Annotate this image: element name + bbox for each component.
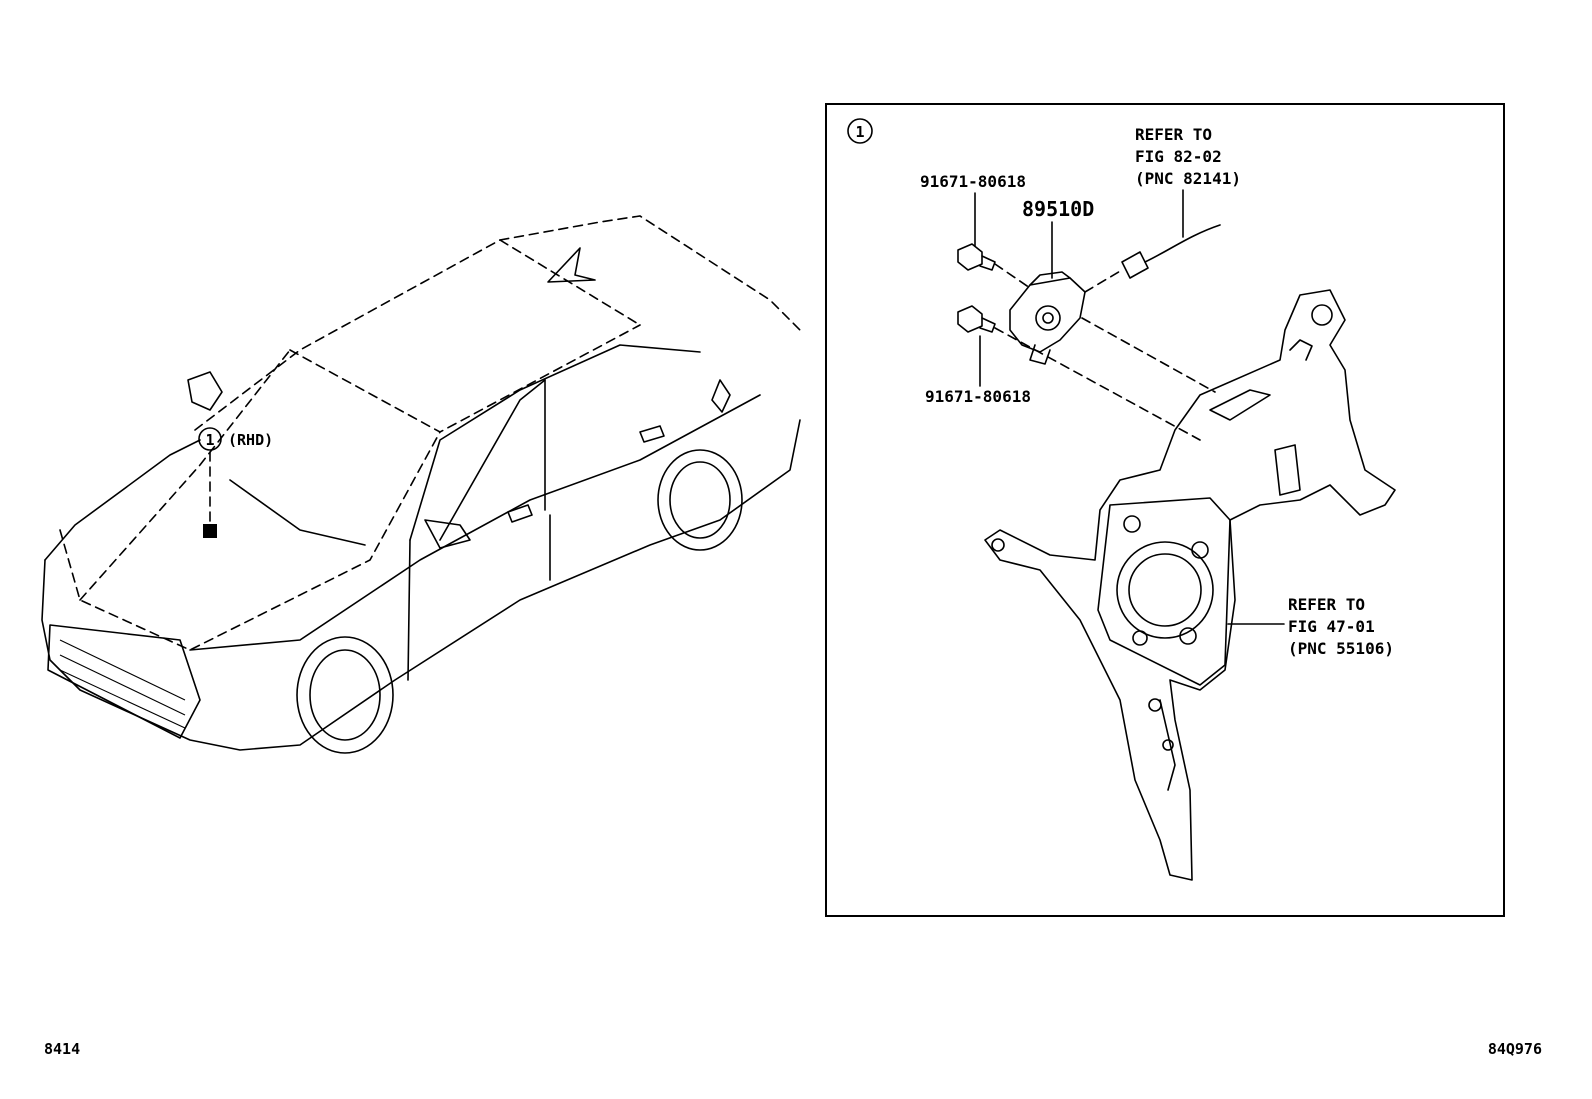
connector-icon	[1121, 251, 1149, 279]
bolt-upper-path	[994, 263, 1031, 289]
bolt-lower-path	[994, 327, 1201, 441]
car-window-top	[409, 344, 701, 541]
suspension-arm-icon	[984, 289, 1396, 881]
car-antenna	[547, 247, 596, 283]
detail-panel: 1 91671-80618 89510D 91671-80618 REFER T…	[825, 103, 1505, 917]
car-side-mirror	[424, 519, 471, 549]
car-mirror-left	[187, 371, 223, 411]
car-a-pillar	[439, 379, 546, 541]
callout-circle-detail	[847, 118, 873, 144]
wire-ref-line-2: FIG 82-02	[1135, 147, 1222, 166]
car-roof-line	[499, 239, 641, 326]
wire-ref-line-1: REFER TO	[1135, 125, 1212, 144]
car-door-front-edge	[407, 539, 411, 681]
car-door-handle-rear	[639, 425, 665, 443]
car-rear-lamp	[711, 379, 731, 413]
car-front-wheel-rim	[309, 649, 381, 741]
car-side-belt	[189, 394, 761, 651]
car-lower-body	[41, 419, 801, 751]
car-windshield-edge	[79, 349, 291, 601]
connector-path	[1084, 269, 1123, 293]
car-hood	[59, 431, 441, 651]
car-front-left	[44, 439, 201, 561]
wire-harness	[1144, 224, 1221, 263]
callout-circle-car	[198, 427, 222, 451]
car-roof-outline	[194, 215, 801, 431]
footer-left-code: 8414	[44, 1040, 80, 1058]
bracket-ref-line-2: FIG 47-01	[1288, 617, 1375, 636]
bracket-ref-line-3: (PNC 55106)	[1288, 639, 1394, 658]
car-grille-slats	[59, 639, 186, 729]
car-rear-wheel	[657, 449, 743, 551]
bolt-upper-label: 91671-80618	[920, 172, 1026, 191]
bolt-lower-label: 91671-80618	[925, 387, 1031, 406]
rhd-label: (RHD)	[228, 431, 273, 449]
bracket-ref-line-1: REFER TO	[1288, 595, 1365, 614]
car-rear-wheel-rim	[669, 461, 731, 539]
callout-number-detail: 1	[855, 123, 864, 141]
car-front-wheel	[296, 636, 394, 754]
car-door-handle-front	[507, 504, 533, 523]
height-sensor-icon	[1009, 271, 1086, 365]
car-grille	[47, 624, 201, 739]
sensor-mount-path	[1081, 317, 1216, 393]
car-wiper	[229, 479, 366, 546]
car-illustration: 1 (RHD)	[41, 215, 801, 754]
sensor-location-marker	[203, 524, 217, 538]
bolt-lower-icon	[957, 305, 996, 333]
car-roof-inner	[289, 324, 641, 433]
detail-frame	[825, 103, 1505, 917]
wire-ref-line-3: (PNC 82141)	[1135, 169, 1241, 188]
sensor-label: 89510D	[1022, 197, 1094, 221]
callout-number-car: 1	[205, 431, 214, 449]
footer-right-code: 84Q976	[1488, 1040, 1542, 1058]
bolt-upper-icon	[957, 243, 996, 271]
